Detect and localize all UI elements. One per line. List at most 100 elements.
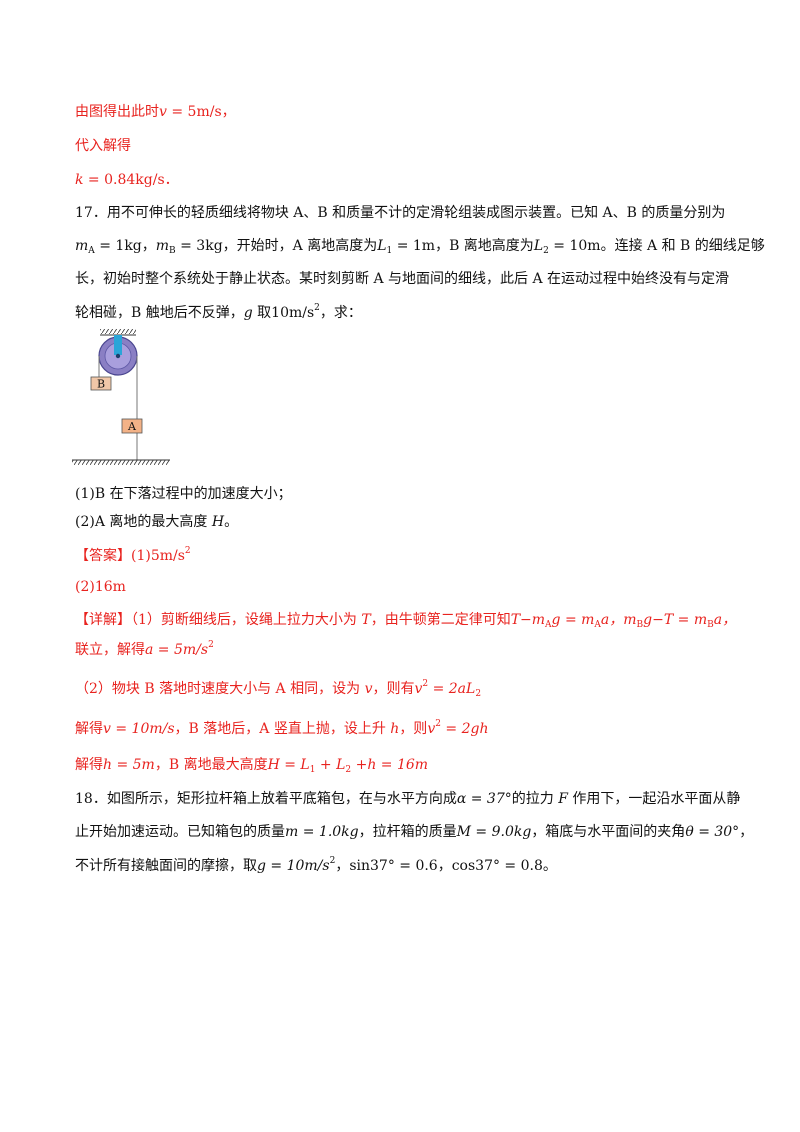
text: ，则有 <box>372 681 415 697</box>
sub: 2 <box>475 689 482 699</box>
text: 不计所有接触面间的摩擦，取 <box>75 858 257 874</box>
var-k: k <box>75 172 84 188</box>
q18-line-3: 不计所有接触面间的摩擦，取g = 10m/s2，sin37° = 0.6，cos… <box>75 856 557 876</box>
ceiling-hatch <box>100 329 136 334</box>
pulley-figure: B A <box>72 329 170 465</box>
block-a <box>121 418 143 434</box>
answer-line-1: 由图得出此时v = 5m/s， <box>75 102 236 122</box>
sup: 2 <box>329 856 336 866</box>
ground-hatch <box>72 460 170 465</box>
q18-line-1: 18．如图所示，矩形拉杆箱上放着平底箱包，在与水平方向成α = 37°的拉力 F… <box>75 789 740 809</box>
text: 解得 <box>75 721 103 737</box>
var-v: v <box>364 681 373 697</box>
q17-part-2: (2)A 离地的最大高度 H。 <box>75 512 238 532</box>
text: 18．如图所示，矩形拉杆箱上放着平底箱包，在与水平方向成 <box>75 791 457 807</box>
text: = 1kg， <box>94 238 156 254</box>
eq: v <box>427 721 436 737</box>
var-L: L <box>377 238 387 254</box>
eq: = 2aL <box>428 681 476 697</box>
sub: B <box>636 620 644 630</box>
eq: a， <box>713 612 737 628</box>
q17-part-1: (1)B 在下落过程中的加速度大小； <box>75 486 292 502</box>
detail-line-3: （2）物块 B 落地时速度大小与 A 相同，设为 v，则有v2 = 2aL2 <box>75 679 481 699</box>
q17-line-3: 长，初始时整个系统处于静止状态。某时刻剪断 A 与地面间的细线，此后 A 在运动… <box>75 271 730 287</box>
text: = 1m，B 离地高度为 <box>392 238 534 254</box>
text: 解得 <box>75 757 103 773</box>
var-F: F <box>558 791 568 807</box>
sub: A <box>594 620 601 630</box>
pulley-axle <box>115 353 121 359</box>
q17-line-2: mA = 1kg，mB = 3kg，开始时，A 离地高度为L1 = 1m，B 离… <box>75 236 765 256</box>
block-a-label: A <box>127 420 137 433</box>
eq: α = 37° <box>456 791 512 807</box>
var-g: g <box>243 305 253 321</box>
var-v: v <box>159 104 167 120</box>
eq: θ = 30° <box>685 824 740 840</box>
text: 止开始加速运动。已知箱包的质量 <box>75 824 285 840</box>
detail-line-2: 联立，解得a = 5m/s2 <box>75 640 214 660</box>
eq: h = 5m <box>103 757 155 773</box>
sub: 2 <box>543 246 549 256</box>
answer-line-2: 代入解得 <box>75 138 131 154</box>
text: = 0.84kg/s． <box>83 172 179 188</box>
text: ， <box>739 824 754 840</box>
detail-line-4: 解得v = 10m/s，B 落地后，A 竖直上抛，设上升 h，则v2 = 2gh <box>75 719 489 739</box>
text: 取10m/s <box>252 305 315 321</box>
eq: H = L <box>267 757 310 773</box>
eq: g−T = m <box>643 612 708 628</box>
block-b-label: B <box>97 378 105 391</box>
eq: m = 1.0kg <box>285 824 359 840</box>
text: ，拉杆箱的质量 <box>358 824 457 840</box>
sub: B <box>707 620 714 630</box>
text: ，sin37° = 0.6，cos37° = 0.8。 <box>335 858 557 874</box>
eq: v = 10m/s <box>103 721 175 737</box>
text: 轮相碰，B 触地后不反弹， <box>75 305 244 321</box>
eq: + L <box>315 757 346 773</box>
eq: T−m <box>510 612 546 628</box>
eq: = 2gh <box>440 721 489 737</box>
var-T: T <box>361 612 371 628</box>
answer-2: (2)16m <box>75 579 126 595</box>
text: ，箱底与水平面间的夹角 <box>531 824 686 840</box>
sub: B <box>169 246 176 256</box>
sub: 1 <box>386 246 393 256</box>
eq: +h = 16m <box>351 757 429 773</box>
answer-heading: 【答案】(1)5m/s2 <box>75 546 191 566</box>
q17-line-4: 轮相碰，B 触地后不反弹，g 取10m/s2，求： <box>75 303 362 323</box>
sup: 2 <box>422 679 429 689</box>
detail-line-1: 【详解】（1）剪断细线后，设绳上拉力大小为 T，由牛顿第二定律可知T−mAg =… <box>75 610 736 630</box>
text: = 5m/s， <box>166 104 236 120</box>
q18-line-2: 止开始加速运动。已知箱包的质量m = 1.0kg，拉杆箱的质量M = 9.0kg… <box>75 822 753 842</box>
eq: M = 9.0kg <box>456 824 532 840</box>
sup: 2 <box>208 640 214 650</box>
text: ，则 <box>399 721 428 737</box>
q17-line-1: 17．用不可伸长的轻质细线将物块 A、B 和质量不计的定滑轮组装成图示装置。已知… <box>75 205 726 221</box>
block-b <box>90 376 112 391</box>
eq: g = 10m/s <box>257 858 330 874</box>
text: ，由牛顿第二定律可知 <box>370 612 511 628</box>
text: (1)5m/s <box>131 548 185 564</box>
text: 。 <box>224 514 239 530</box>
eq: g = m <box>551 612 595 628</box>
text: = 3kg，开始时，A 离地高度为 <box>175 238 378 254</box>
answer-line-3: k = 0.84kg/s． <box>75 170 179 190</box>
var-m: m <box>75 238 89 254</box>
var-m: m <box>155 238 170 254</box>
sub: 2 <box>345 765 352 775</box>
text: （1）剪断细线后，设绳上拉力大小为 <box>131 612 362 628</box>
text: 联立，解得 <box>75 642 145 658</box>
var-h: h <box>390 721 400 737</box>
sub: 1 <box>309 765 316 775</box>
text: 由图得出此时 <box>75 104 159 120</box>
detail-line-5: 解得h = 5m，B 离地最大高度H = L1 + L2 +h = 16m <box>75 755 428 775</box>
text: ，B 离地最大高度 <box>154 757 268 773</box>
text: ，求： <box>319 305 362 321</box>
text: （2）物块 B 落地时速度大小与 A 相同，设为 <box>75 681 365 697</box>
text: 的拉力 <box>511 791 559 807</box>
eq: a，m <box>600 612 637 628</box>
sub: A <box>545 620 552 630</box>
text: = 10m。连接 A 和 B 的细线足够 <box>548 238 765 254</box>
eq: v <box>414 681 423 697</box>
pulley-bracket <box>114 335 122 355</box>
sup: 2 <box>314 303 320 313</box>
